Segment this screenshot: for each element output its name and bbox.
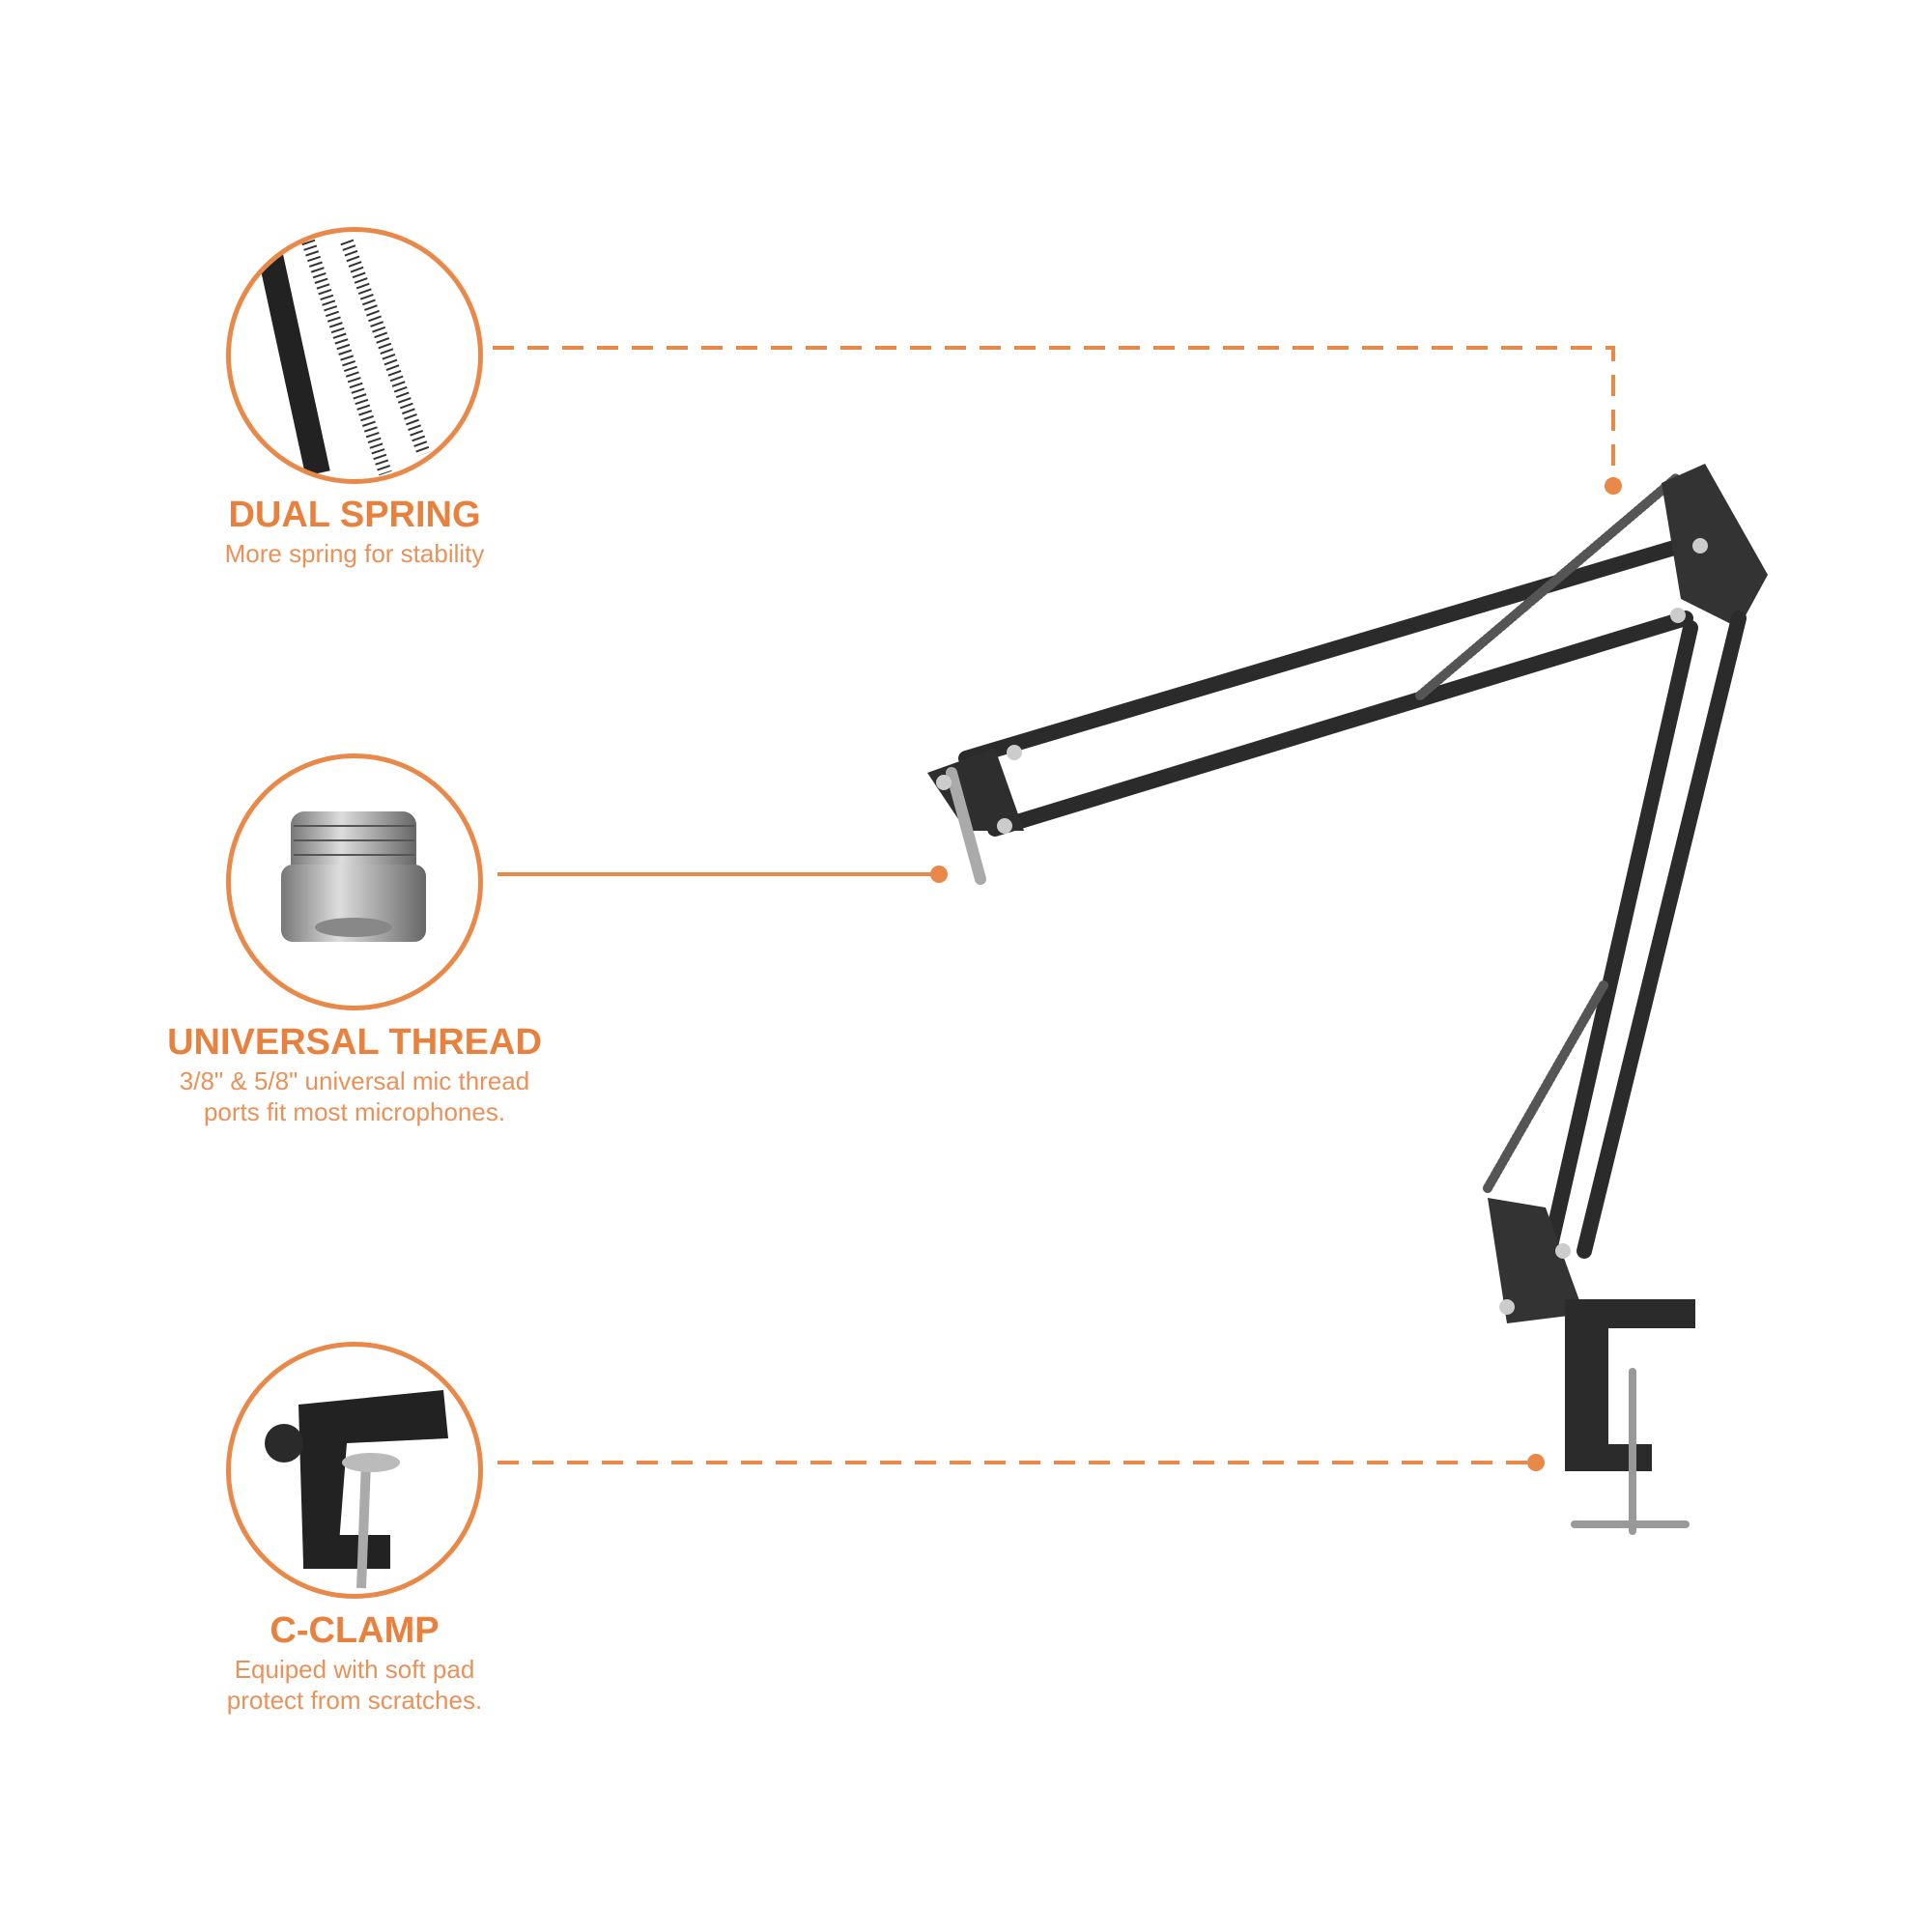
feature-title-universal-thread: UNIVERSAL THREAD bbox=[167, 1022, 542, 1063]
mic-arm bbox=[927, 464, 1768, 1535]
feature-desc-dual-spring: More spring for stability bbox=[224, 539, 485, 568]
feature-desc-universal-thread-line1: 3/8" & 5/8" universal mic thread bbox=[179, 1066, 530, 1095]
feature-title-c-clamp: C-CLAMP bbox=[270, 1610, 440, 1651]
feature-desc-universal-thread-line2: ports fit most microphones. bbox=[203, 1097, 506, 1126]
connector-dual-spring bbox=[493, 346, 1615, 483]
universal-thread-image bbox=[226, 753, 483, 1010]
dual-spring-dot bbox=[1605, 477, 1622, 495]
feature-desc-c-clamp-line2: protect from scratches. bbox=[226, 1686, 483, 1715]
universal-thread-dot bbox=[930, 866, 948, 883]
feature-desc-c-clamp-line1: Equiped with soft pad bbox=[234, 1655, 475, 1684]
feature-title-dual-spring: DUAL SPRING bbox=[228, 495, 481, 535]
thread-adapter-icon bbox=[281, 811, 426, 942]
c-clamp-icon bbox=[265, 1390, 448, 1589]
spring-icon bbox=[257, 239, 431, 476]
dual-spring-image bbox=[226, 227, 483, 484]
c-clamp-image bbox=[226, 1342, 483, 1599]
c-clamp-dot bbox=[1527, 1454, 1545, 1471]
